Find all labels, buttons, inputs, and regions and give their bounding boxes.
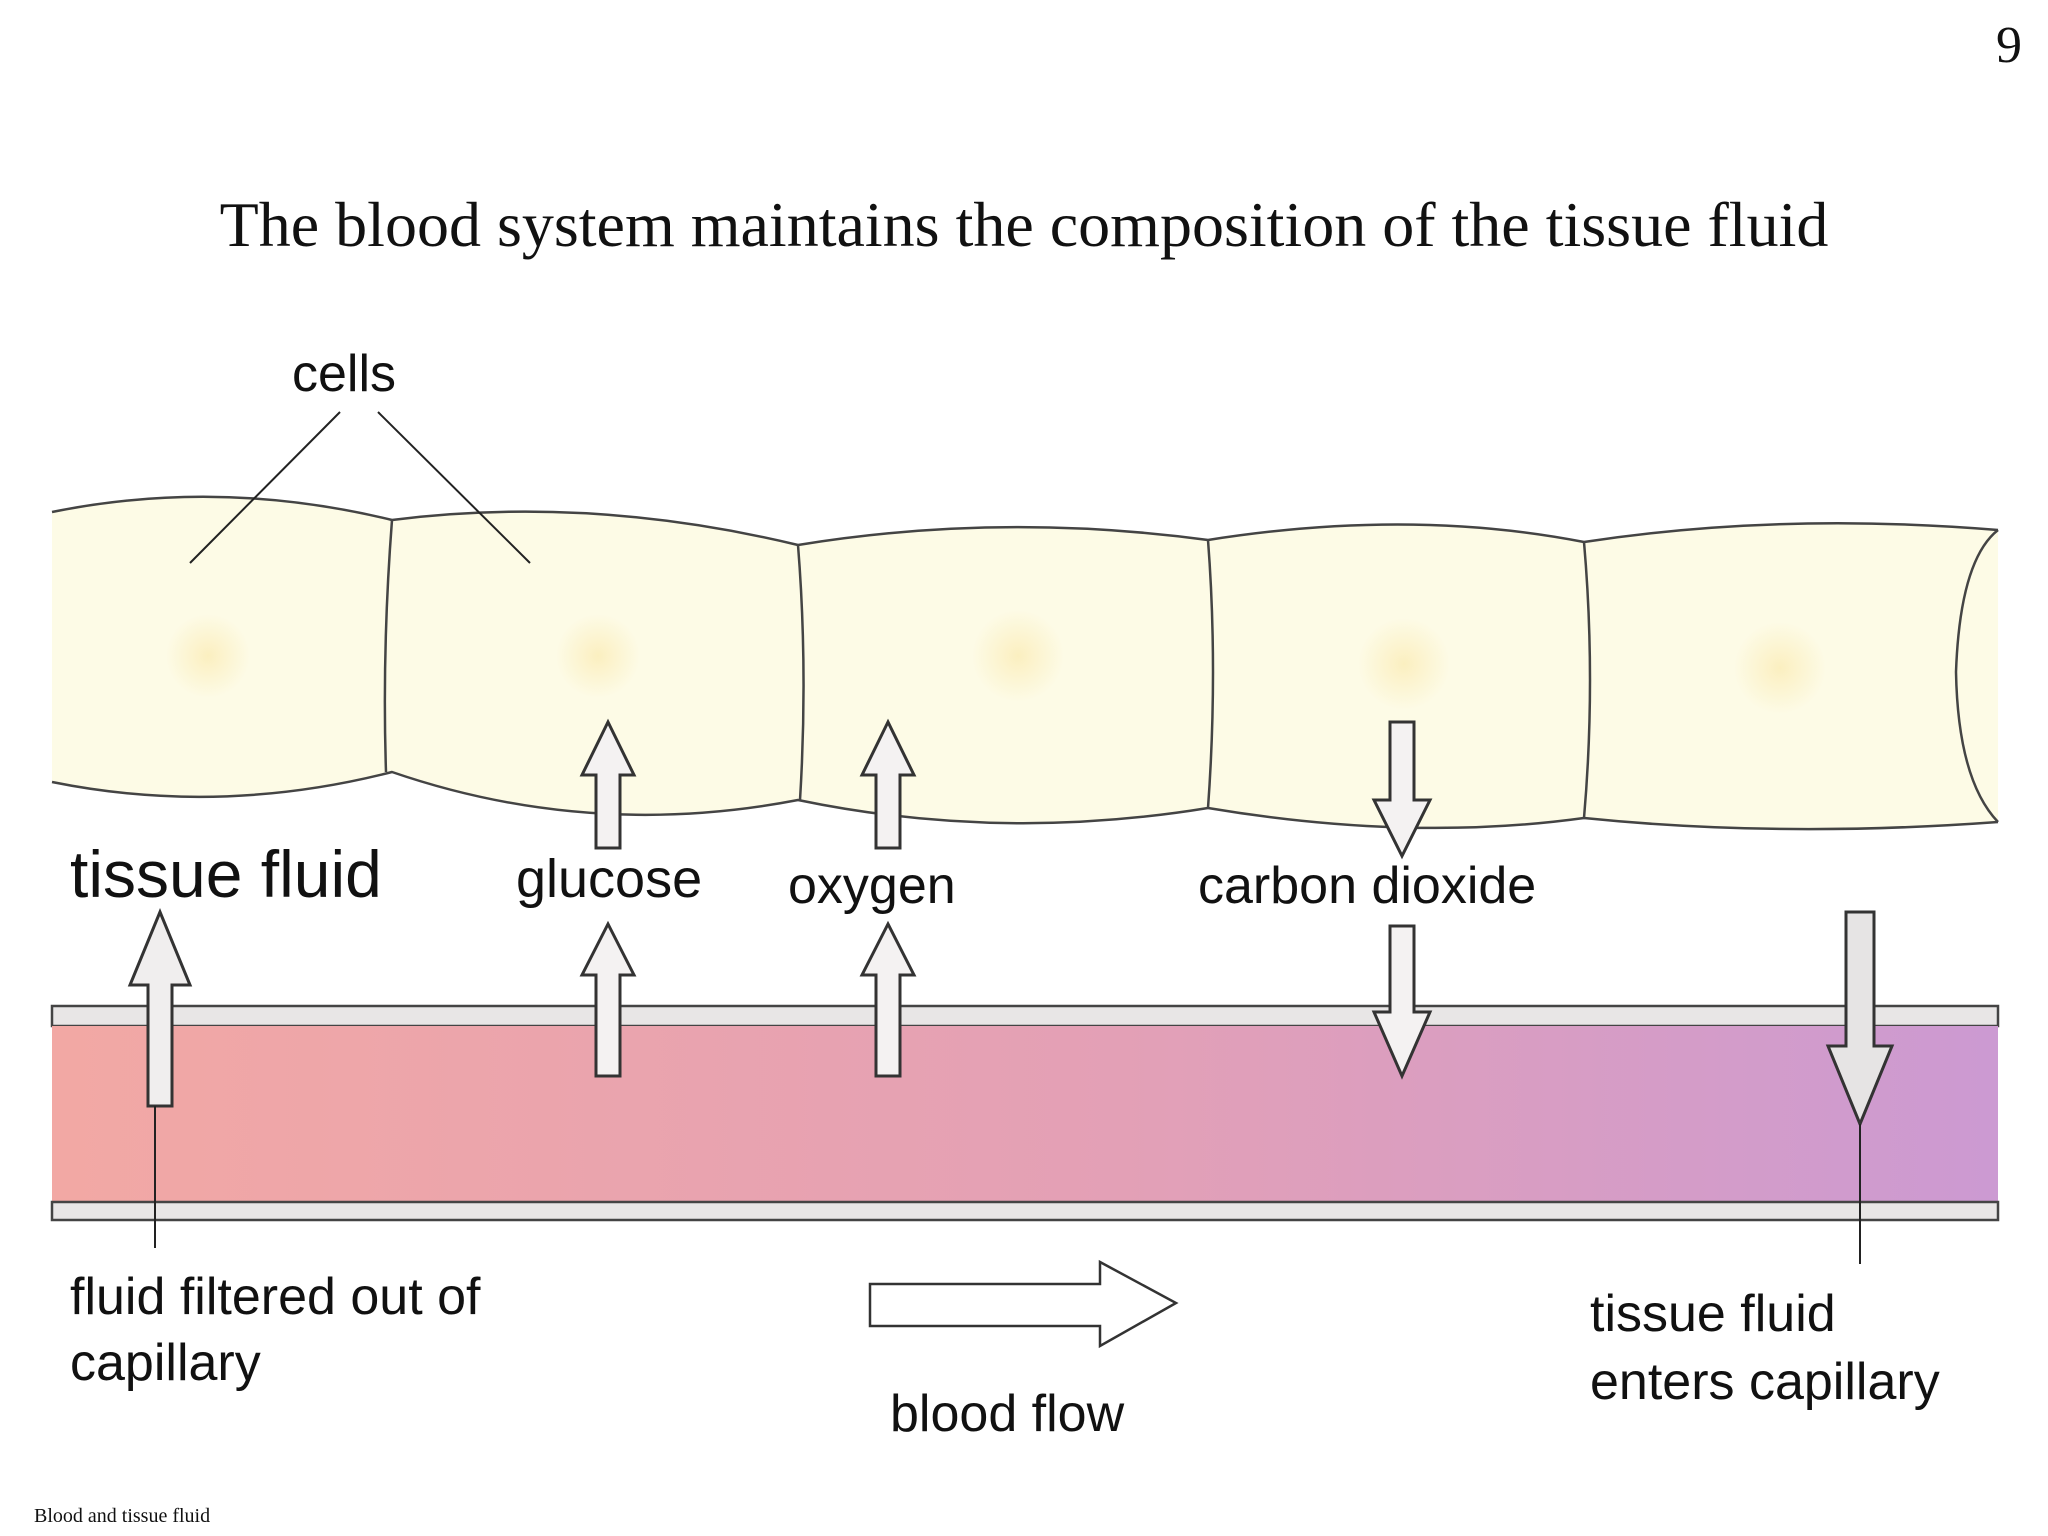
- cells-pointer-line: [377, 411, 531, 564]
- oxygen-label: oxygen: [788, 857, 956, 915]
- cell-divider: [1954, 529, 1999, 823]
- up-arrow-glucose-from-capillary: [579, 920, 637, 1078]
- fluid-filtered-label-line2: capillary: [70, 1334, 261, 1392]
- cell-nucleus: [1358, 618, 1450, 710]
- blood-flow-label: blood flow: [890, 1385, 1125, 1443]
- cell-nucleus: [166, 614, 250, 698]
- cell-bottom-edge: [51, 770, 1999, 831]
- blood-flow-arrow: [868, 1259, 1179, 1349]
- carbon-dioxide-label: carbon dioxide: [1198, 857, 1537, 915]
- down-arrow-co2-from-cell: [1371, 720, 1433, 860]
- slide-number: 9: [1996, 17, 2022, 74]
- cell-divider: [1206, 539, 1215, 809]
- cell-nucleus: [556, 614, 640, 698]
- exchange-arrows: [127, 718, 1895, 1128]
- down-arrow-tissue-fluid-enters: [1825, 910, 1895, 1128]
- cells-pointer-line: [189, 411, 341, 564]
- cell-divider: [1582, 541, 1592, 819]
- glucose-label: glucose: [516, 849, 703, 909]
- capillary-wall-bottom: [50, 1200, 2000, 1222]
- cell-layer: [51, 495, 1999, 831]
- cells-label: cells: [292, 345, 397, 403]
- up-arrow-glucose-to-cell: [579, 718, 637, 850]
- capillary: [50, 1004, 2000, 1222]
- up-arrow-oxygen-to-cell: [859, 718, 917, 850]
- slide-footer: Blood and tissue fluid: [34, 1505, 211, 1527]
- cell-divider: [796, 544, 805, 801]
- tissue-fluid-enters-label-line2: enters capillary: [1590, 1353, 1940, 1411]
- fluid-filtered-label-line1: fluid filtered out of: [70, 1268, 481, 1326]
- capillary-lumen: [52, 1026, 1998, 1202]
- tissue-fluid-enters-label-line1: tissue fluid: [1590, 1285, 1836, 1343]
- cell-nucleus: [1734, 622, 1826, 714]
- cell-divider: [383, 519, 394, 773]
- tissue-fluid-label: tissue fluid: [70, 837, 382, 911]
- up-arrow-oxygen-from-capillary: [859, 920, 917, 1078]
- down-arrow-co2-to-capillary: [1371, 924, 1433, 1080]
- up-arrow-fluid-filtered: [127, 908, 193, 1108]
- tissue-fluid-enters-label: tissue fluid enters capillary: [1590, 1280, 1940, 1416]
- fluid-filtered-label: fluid filtered out of capillary: [70, 1264, 480, 1396]
- cell-nucleus: [972, 610, 1064, 702]
- capillary-wall-top: [50, 1004, 2000, 1028]
- cell-top-edge: [51, 495, 1999, 547]
- slide-title: The blood system maintains the compositi…: [219, 189, 1829, 260]
